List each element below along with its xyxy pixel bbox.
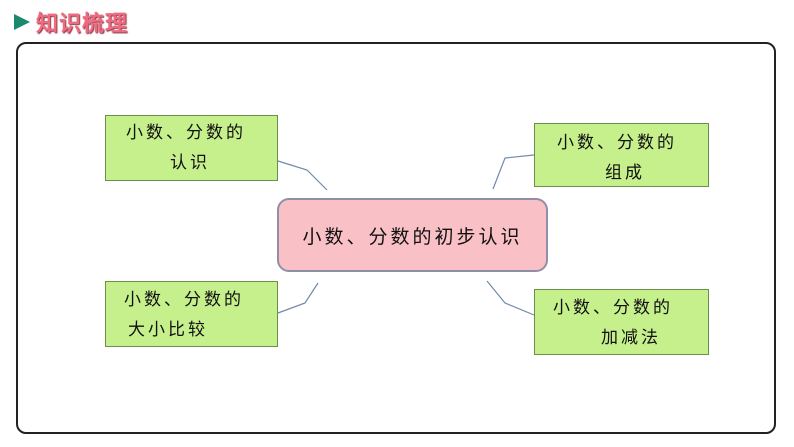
center-node: 小数、分数的初步认识	[277, 198, 548, 272]
node-top-right-line1: 小数、分数的	[557, 133, 677, 153]
node-top-left-line2: 认识	[170, 153, 210, 173]
section-header: 知识梳理	[14, 8, 129, 37]
node-top-left: 小数、分数的 认识	[105, 115, 278, 181]
connector-bottom-left	[277, 282, 319, 314]
play-arrow-icon	[14, 14, 30, 30]
node-top-left-line1: 小数、分数的	[126, 123, 246, 143]
connector-top-right	[492, 154, 535, 190]
node-bottom-right-line1: 小数、分数的	[553, 298, 673, 318]
diagram-frame	[16, 42, 776, 434]
node-bottom-right-line2: 加减法	[601, 328, 661, 348]
center-node-label: 小数、分数的初步认识	[302, 225, 523, 248]
node-bottom-left-line1: 小数、分数的	[124, 290, 244, 310]
node-top-right-line2: 组成	[605, 163, 645, 183]
connector-bottom-right	[486, 280, 535, 316]
node-bottom-left-line2: 大小比较	[128, 320, 208, 340]
node-bottom-left: 小数、分数的 大小比较	[105, 281, 278, 347]
section-title: 知识梳理	[36, 12, 129, 37]
node-top-right: 小数、分数的 组成	[534, 123, 709, 187]
connector-top-left	[277, 160, 328, 191]
node-bottom-right: 小数、分数的 加减法	[534, 289, 709, 355]
